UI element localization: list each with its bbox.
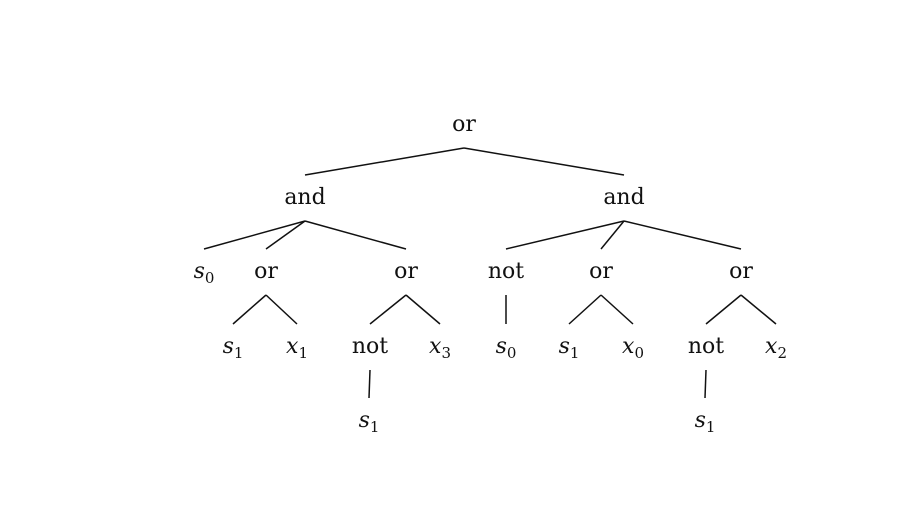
variable-symbol: s [695,408,706,433]
node-not-c: not [688,334,724,359]
variable-leaf-s1-a: s1 [223,334,244,362]
variable-symbol: x [429,334,442,359]
edge-and-left-to-or-a [265,220,306,250]
edge-or-b-to-leaf-x3 [405,294,441,325]
node-root: or [452,112,476,137]
variable-symbol: s [496,334,507,359]
node-or-b: or [394,259,418,284]
node-not-b: not [352,334,388,359]
edge-and-left-to-or-b [304,220,407,250]
variable-leaf-x0: x0 [622,334,644,362]
variable-leaf-s0-b: s0 [496,334,517,362]
variable-subscript: 1 [570,344,580,362]
node-or-c: or [589,259,613,284]
edge-and-right-to-or-d [623,220,742,250]
edge-root-to-and-right [463,147,625,176]
edge-or-a-to-leaf-s1-a [232,294,267,325]
edge-not-c-to-leaf-s1-d [704,369,707,399]
variable-subscript: 0 [205,269,215,287]
variable-symbol: s [559,334,570,359]
variable-symbol: x [286,334,299,359]
variable-subscript: 2 [777,344,787,362]
variable-leaf-x3: x3 [429,334,451,362]
edge-or-a-to-leaf-x1 [265,294,298,325]
variable-leaf-x2: x2 [765,334,787,362]
variable-subscript: 1 [370,418,380,436]
edge-and-right-to-or-c [600,220,625,250]
edge-or-d-to-not-c [705,294,742,325]
edge-or-c-to-leaf-s1-b [568,294,602,325]
edge-or-d-to-leaf-x2 [740,294,777,325]
edge-and-right-to-not-a [505,220,625,250]
edge-not-b-to-leaf-s1-c [368,369,371,399]
variable-subscript: 0 [634,344,644,362]
edge-and-left-to-leaf-s0-a [203,220,306,250]
variable-symbol: x [622,334,635,359]
edge-or-b-to-not-b [369,294,407,325]
node-or-d: or [729,259,753,284]
variable-subscript: 1 [706,418,716,436]
variable-symbol: s [194,259,205,284]
variable-subscript: 1 [234,344,244,362]
variable-symbol: s [359,408,370,433]
variable-leaf-s1-b: s1 [559,334,580,362]
edge-root-to-and-left [304,147,465,176]
variable-symbol: s [223,334,234,359]
variable-leaf-s1-c: s1 [359,408,380,436]
tree-edges [203,147,777,399]
node-and-right: and [603,185,644,210]
variable-leaf-s1-d: s1 [695,408,716,436]
variable-subscript: 1 [298,344,308,362]
variable-subscript: 0 [507,344,517,362]
node-and-left: and [284,185,325,210]
node-not-a: not [488,259,524,284]
variable-leaf-x1: x1 [286,334,308,362]
edge-or-c-to-leaf-x0 [600,294,634,325]
variable-symbol: x [765,334,778,359]
variable-leaf-s0-a: s0 [194,259,215,287]
node-or-a: or [254,259,278,284]
variable-subscript: 3 [441,344,451,362]
